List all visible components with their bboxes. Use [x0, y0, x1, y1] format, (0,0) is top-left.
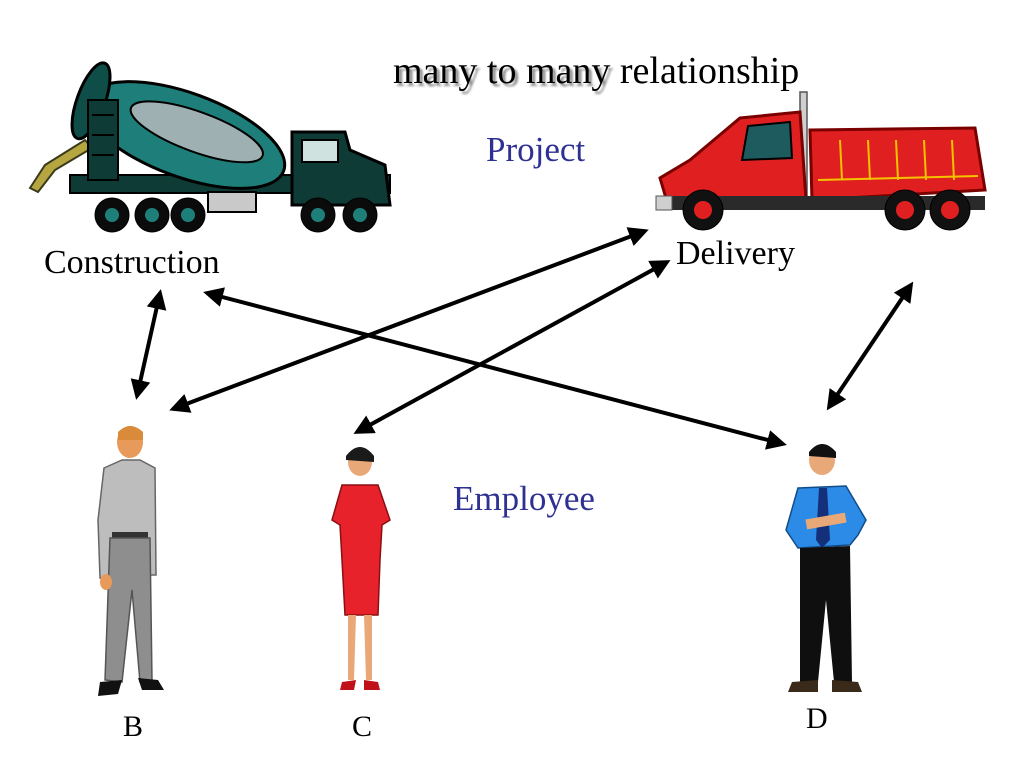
man-gray-shirt-icon: [97, 426, 164, 696]
employee-entity-label: Employee: [453, 479, 595, 518]
employee-c-label: C: [352, 710, 373, 743]
arrow-delivery-d: [826, 281, 914, 411]
project-entity-label: Project: [486, 130, 586, 169]
employee-d-label: D: [806, 702, 828, 735]
relationship-arrows: [130, 227, 914, 450]
employee-b-label: B: [123, 710, 144, 743]
title-emphasis: many to many: [393, 50, 611, 92]
concrete-mixer-truck-icon: [28, 61, 392, 233]
arrow-construction-d: [203, 287, 787, 450]
dump-truck-icon: [655, 91, 987, 231]
diagram-title: many to many relationship: [393, 52, 799, 90]
arrow-delivery-c: [353, 260, 671, 434]
project-construction-label: Construction: [44, 244, 220, 281]
arrow-delivery-b: [169, 227, 649, 413]
project-delivery-label: Delivery: [676, 235, 795, 272]
man-blue-shirt-tie-icon: [785, 444, 867, 692]
title-rest: relationship: [610, 50, 800, 92]
arrow-construction-b: [130, 289, 167, 400]
woman-red-dress-icon: [331, 447, 391, 690]
